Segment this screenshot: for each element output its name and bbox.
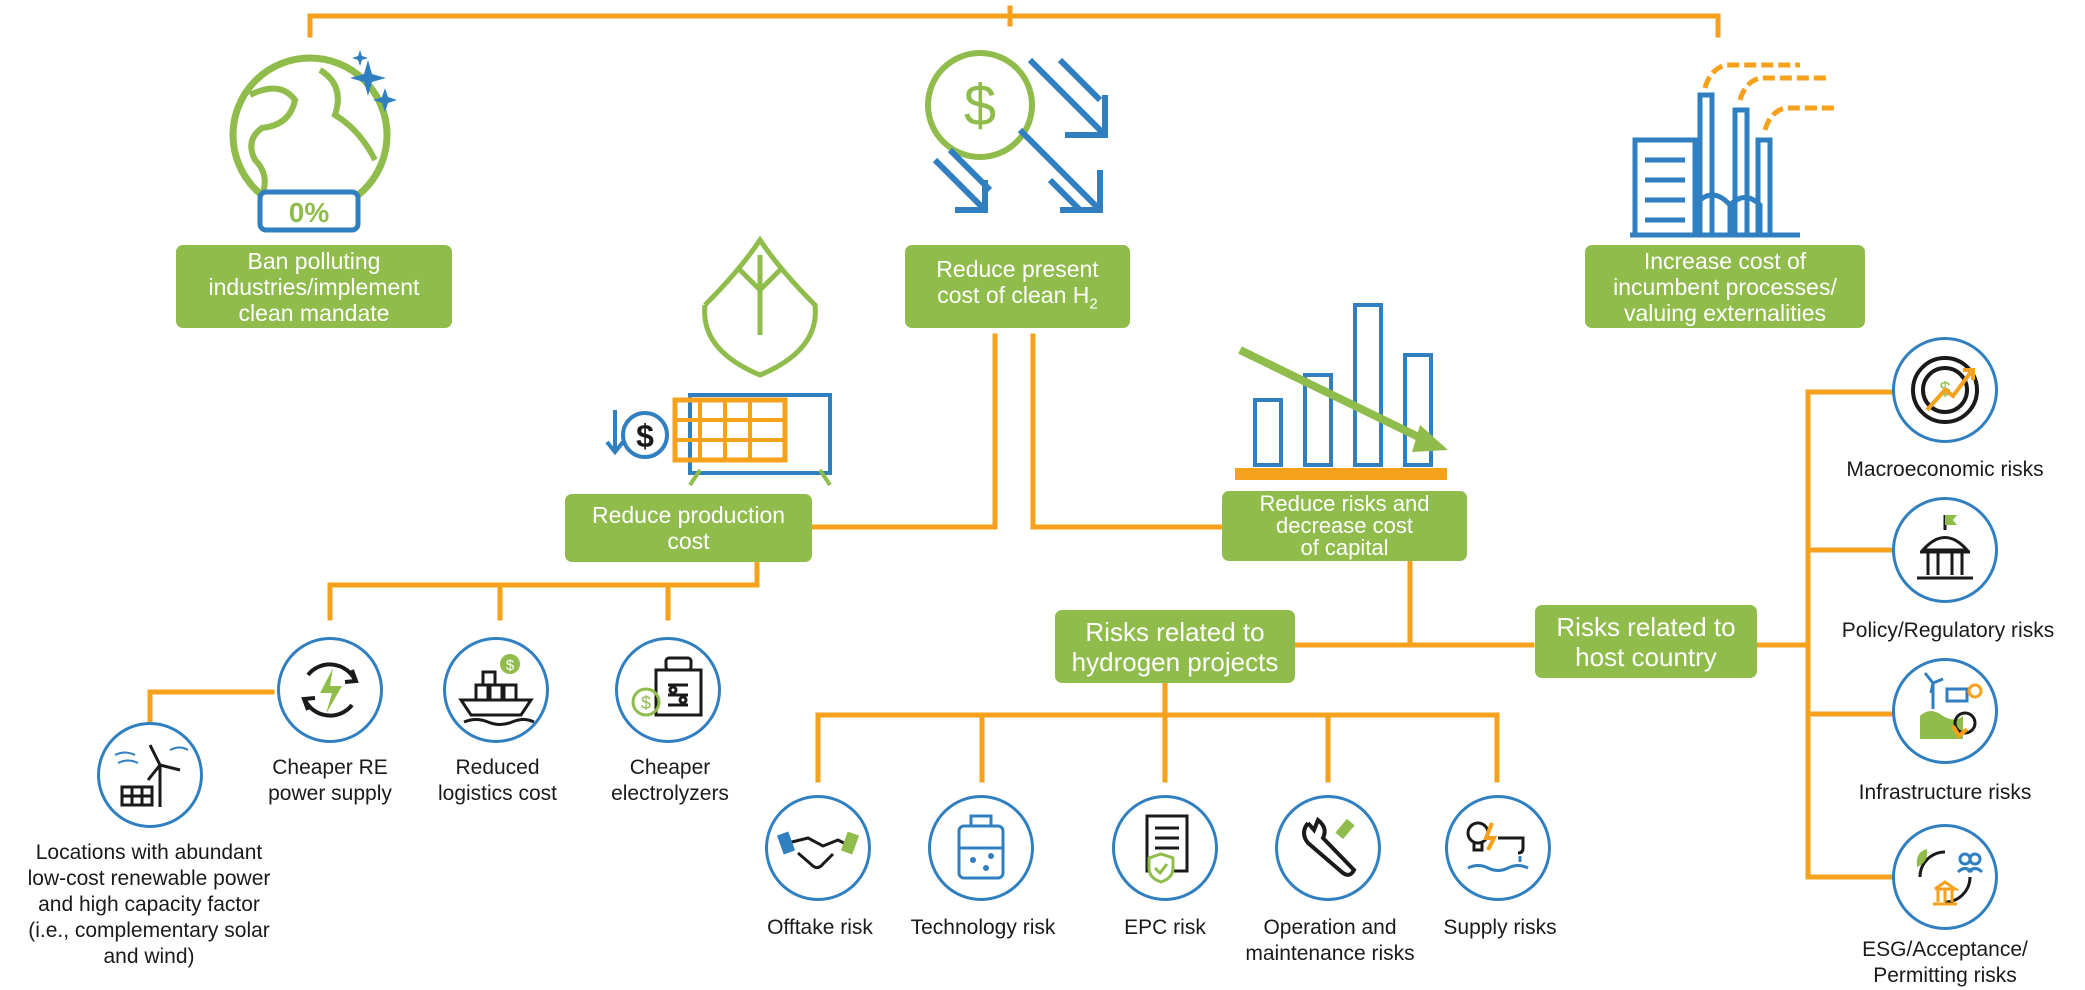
- svg-text:$: $: [641, 693, 651, 713]
- cheaper-re-label: Cheaper RE power supply: [268, 756, 392, 805]
- solar-leaf-icon: $: [605, 235, 832, 487]
- cargo-ship-icon: $: [443, 637, 549, 743]
- macroeconomic-label: Macroeconomic risks: [1846, 458, 2044, 481]
- cheaper-electrolyzers-label: Cheaper electrolyzers: [611, 756, 729, 805]
- ban-polluting-box: Ban polluting industries/implement clean…: [176, 245, 452, 328]
- reduce-present-cost-box: Reduce present cost of clean H2: [905, 245, 1130, 328]
- svg-text:$: $: [636, 418, 654, 454]
- declining-bar-chart-icon: [1235, 303, 1448, 480]
- infrastructure-label: Infrastructure risks: [1858, 781, 2032, 804]
- esg-community-icon: [1892, 824, 1998, 930]
- reduce-risks-box: Reduce risks and decrease cost of capita…: [1222, 491, 1467, 561]
- svg-text:$: $: [964, 73, 996, 138]
- risks-country-box: Risks related to host country: [1535, 605, 1757, 678]
- factory-icon: [1630, 62, 1835, 238]
- zero-percent-badge: 0%: [289, 197, 330, 228]
- operation-label: Operation and maintenance risks: [1245, 916, 1415, 965]
- electrolyzer-icon: $: [615, 637, 721, 743]
- infrastructure-icon: [1892, 658, 1998, 764]
- renewable-energy-icon: [277, 637, 383, 743]
- handshake-icon: [765, 795, 871, 901]
- lightbulb-faucet-icon: [1445, 795, 1551, 901]
- risks-hydrogen-box: Risks related to hydrogen projects: [1055, 610, 1295, 683]
- technology-risk-label: Technology risk: [910, 916, 1056, 939]
- document-shield-icon: [1112, 795, 1218, 901]
- reduce-present-label: Reduce present cost of clean H: [936, 255, 1099, 308]
- reduced-logistics-label: Reduced logistics cost: [437, 756, 558, 805]
- offtake-risk-label: Offtake risk: [767, 916, 873, 939]
- reduce-production-box: Reduce production cost: [565, 494, 812, 562]
- increase-cost-box: Increase cost of incumbent processes/ va…: [1585, 245, 1865, 328]
- svg-text:$: $: [506, 657, 515, 674]
- globe-icon: [229, 50, 397, 233]
- supply-risks-label: Supply risks: [1443, 916, 1557, 939]
- dollar-down-arrows-icon: $: [925, 50, 1108, 213]
- wrench-icon: [1275, 795, 1381, 901]
- epc-risk-label: EPC risk: [1124, 916, 1206, 939]
- dollar-target-icon: $: [1892, 337, 1998, 443]
- h2-subscript: 2: [1089, 295, 1098, 313]
- wind-solar-icon: [97, 722, 203, 828]
- esg-label: ESG/Acceptance/ Permitting risks: [1862, 938, 2028, 987]
- reactor-tank-icon: [928, 795, 1034, 901]
- government-building-icon: [1892, 497, 1998, 603]
- policy-label: Policy/Regulatory risks: [1841, 619, 2055, 642]
- locations-label: Locations with abundant low-cost renewab…: [27, 841, 271, 968]
